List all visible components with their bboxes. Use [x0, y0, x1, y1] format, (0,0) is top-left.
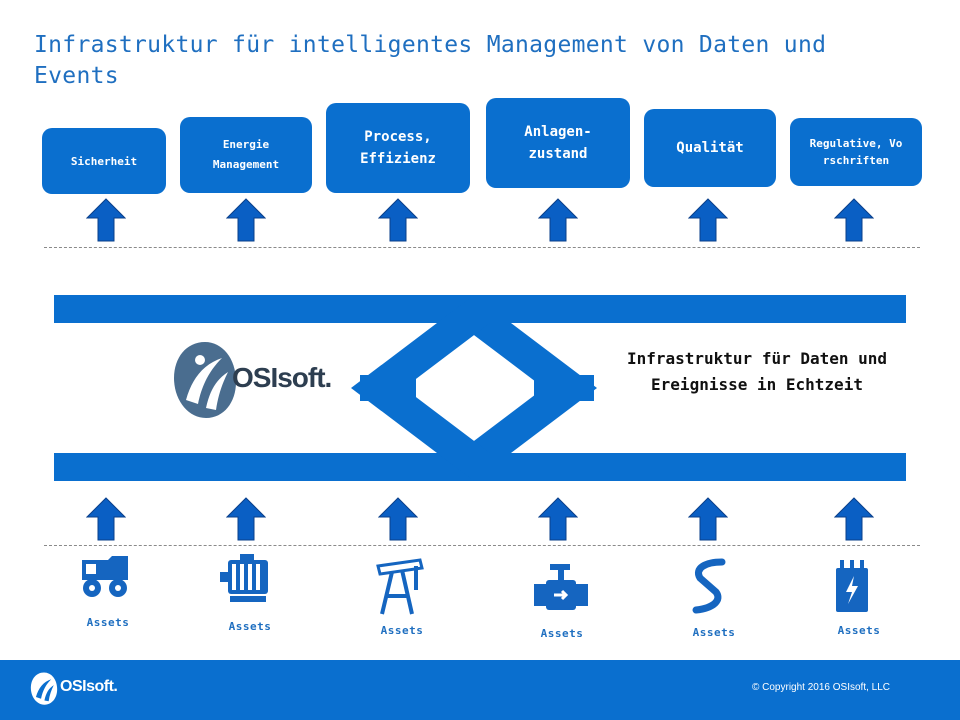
up-arrow-icon: [378, 497, 418, 541]
up-arrow-icon: [86, 198, 126, 242]
up-arrow-icon: [834, 198, 874, 242]
asset-label: Assets: [692, 626, 736, 639]
valve-icon: [534, 564, 588, 610]
osisoft-logo-icon: [174, 342, 236, 418]
category-energie-management: Energie Management: [180, 117, 312, 193]
category-label: Anlagen-zustand: [524, 124, 592, 162]
slide-title: Infrastruktur für intelligentes Manageme…: [34, 32, 827, 89]
osisoft-footer-logo-icon: [30, 672, 58, 705]
infrastructure-description: Infrastruktur für Daten und Ereignisse i…: [626, 349, 888, 394]
category-qualitaet: Qualität: [644, 109, 776, 187]
dump-truck-icon: [82, 556, 128, 597]
osisoft-logo: OSIsoft.: [172, 338, 338, 424]
asset-label: Assets: [228, 620, 272, 633]
asset-label: Assets: [540, 627, 584, 640]
motor-icon: [220, 554, 268, 602]
category-anlagenzustand: Anlagen-zustand: [486, 98, 630, 188]
infrastructure-band: [54, 295, 906, 481]
up-arrow-icon: [538, 198, 578, 242]
osisoft-logo-text: OSIsoft.: [232, 362, 332, 393]
category-process-effizienz: Process, Effizienz: [326, 103, 470, 193]
up-arrow-icon: [688, 198, 728, 242]
upper-divider: [44, 247, 920, 248]
transformer-icon: [836, 560, 868, 612]
category-sicherheit: Sicherheit: [42, 128, 166, 194]
up-arrow-icon: [538, 497, 578, 541]
pump-jack-icon: [376, 558, 424, 615]
copyright-text: © Copyright 2016 OSIsoft, LLC: [752, 682, 890, 693]
footer-logo-text: OSIsoft.: [60, 678, 118, 695]
category-label: Regulative, Vorschriften: [809, 137, 903, 167]
pipe-icon: [692, 558, 726, 614]
category-label: Qualität: [676, 140, 744, 156]
category-label: Process, Effizienz: [360, 129, 436, 167]
up-arrow-icon: [226, 198, 266, 242]
up-arrow-icon: [688, 497, 728, 541]
up-arrow-icon: [86, 497, 126, 541]
asset-label: Assets: [380, 624, 424, 637]
asset-label: Assets: [86, 616, 130, 629]
category-regulative: Regulative, Vorschriften: [790, 118, 922, 186]
footer-bar: OSIsoft. © Copyright 2016 OSIsoft, LLC: [0, 660, 960, 720]
category-label: Energie Management: [212, 138, 280, 171]
lower-divider: [44, 545, 920, 546]
up-arrow-icon: [834, 497, 874, 541]
category-label: Sicherheit: [70, 154, 138, 168]
asset-label: Assets: [837, 624, 881, 637]
up-arrow-icon: [378, 198, 418, 242]
up-arrow-icon: [226, 497, 266, 541]
